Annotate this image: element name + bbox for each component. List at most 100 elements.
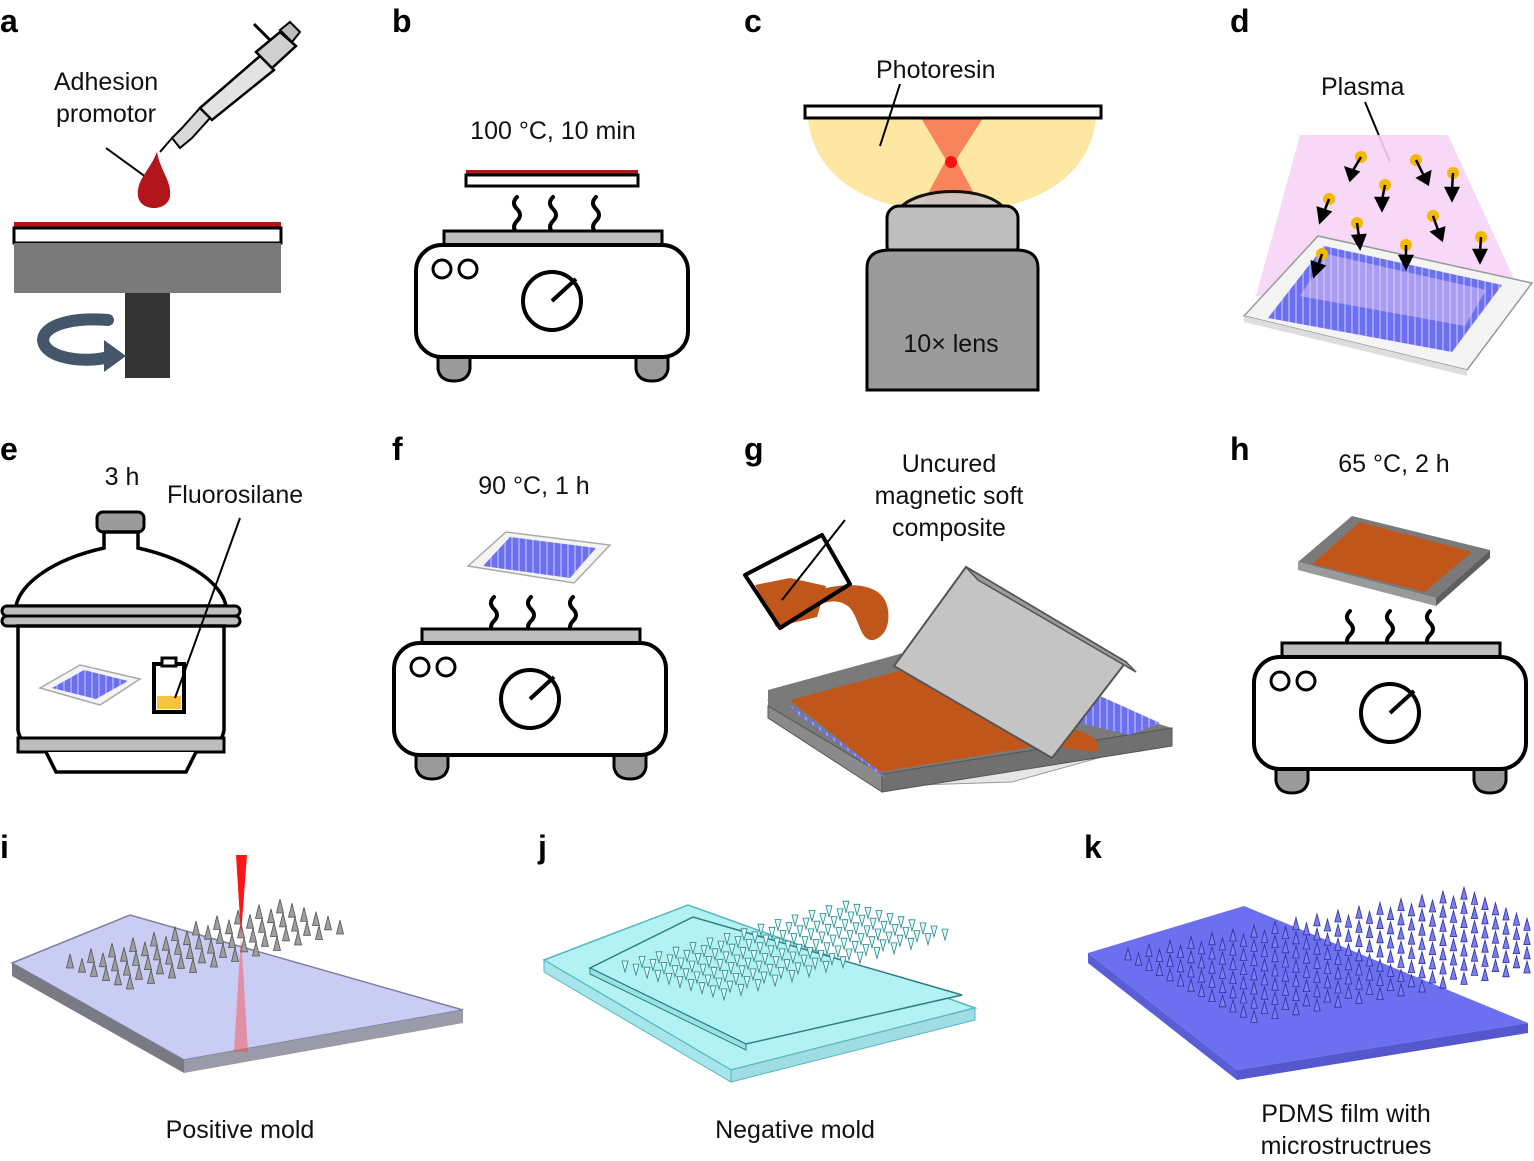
microcone: [649, 959, 657, 973]
microcone: [1229, 955, 1237, 970]
microcone: [1344, 956, 1353, 971]
microcone: [1376, 915, 1384, 929]
microcone: [677, 957, 685, 971]
microcone: [880, 920, 888, 934]
microcone: [828, 953, 836, 967]
microcone: [248, 928, 258, 943]
microcone: [660, 962, 668, 976]
caption-negative-mold: Negative mold: [715, 1116, 875, 1144]
microcone: [269, 922, 279, 937]
panel-f: f 90 °C, 1 h: [392, 431, 668, 781]
microcone: [1491, 915, 1500, 930]
microcone: [119, 947, 129, 962]
microcone: [1313, 997, 1321, 1012]
microcone: [1208, 973, 1216, 988]
microcone: [1229, 927, 1237, 942]
microcone: [875, 910, 883, 924]
microcone: [1250, 966, 1258, 981]
microcone: [140, 941, 150, 957]
microcone: [1502, 963, 1510, 978]
microcone: [155, 959, 165, 975]
microcone: [110, 956, 120, 972]
microcone: [1449, 937, 1458, 952]
microcone: [890, 942, 898, 956]
microcone: [1344, 913, 1353, 928]
microcone: [738, 965, 746, 979]
microcone: [709, 985, 717, 999]
microcone: [1512, 925, 1521, 940]
microcone: [1334, 951, 1342, 965]
microcone: [783, 959, 791, 973]
heat-wave-icon: [591, 195, 601, 235]
microcone: [621, 960, 629, 974]
microcone: [818, 931, 826, 945]
microcone: [194, 934, 204, 950]
microcone: [218, 943, 228, 958]
microcone: [1176, 972, 1185, 987]
microcone: [1260, 985, 1269, 1000]
microcone: [829, 934, 837, 948]
panel-k: k PDMS film with microstructrues: [1084, 829, 1534, 1160]
microcone: [856, 951, 864, 965]
microcone: [1292, 944, 1300, 959]
microcone: [858, 914, 866, 928]
microcone: [1208, 945, 1216, 960]
microcone: [1302, 992, 1311, 1007]
microcone: [1397, 982, 1405, 997]
microcone: [745, 939, 753, 953]
microcone: [1512, 954, 1521, 969]
microcone: [1166, 967, 1174, 982]
microcone: [715, 977, 723, 991]
microcone: [722, 951, 730, 965]
microcone: [1418, 907, 1426, 922]
microcone: [1155, 947, 1164, 962]
microcone: [89, 962, 99, 977]
cured-composite-h: [1312, 522, 1472, 592]
microcone: [1365, 909, 1374, 924]
microcone: [1428, 898, 1437, 913]
panel-e: e 3 h Fluorosilane: [0, 431, 303, 774]
microcone: [812, 939, 820, 953]
microcone: [805, 965, 813, 979]
microcone: [107, 942, 117, 958]
microcone: [1208, 959, 1216, 974]
hotplate-icon: [414, 229, 690, 383]
microcone: [1439, 889, 1447, 904]
microcone: [164, 950, 174, 965]
microcone: [806, 947, 814, 960]
microcone: [811, 957, 819, 971]
microcone: [1302, 949, 1311, 964]
microcone: [230, 947, 240, 962]
microcone: [290, 917, 300, 932]
microcone: [1428, 926, 1437, 941]
microcone: [146, 969, 156, 984]
microcone: [879, 939, 887, 953]
microcone: [840, 937, 848, 951]
hotplate-icon: [1252, 641, 1528, 795]
microcone: [868, 936, 876, 950]
microcone: [808, 910, 816, 923]
microcone: [766, 963, 774, 977]
panel-i: i Positive mold: [0, 829, 464, 1144]
panel-label-a: a: [0, 3, 18, 39]
microcone: [699, 963, 707, 977]
microcone: [751, 931, 759, 945]
microcone: [77, 958, 87, 973]
microcone: [1323, 917, 1332, 932]
microcone: [1428, 941, 1437, 955]
microcone: [791, 914, 799, 928]
microcone: [842, 900, 850, 914]
microcone: [1155, 962, 1164, 976]
microcone: [744, 957, 752, 971]
pipette-icon: [159, 20, 302, 153]
microcone: [1239, 932, 1248, 947]
microcone: [716, 959, 724, 973]
microcone: [1323, 988, 1332, 1003]
microcone: [801, 936, 809, 950]
microcone: [762, 934, 770, 948]
microcone: [846, 930, 854, 944]
microcone: [687, 979, 695, 993]
microcone: [655, 951, 663, 965]
microcone: [1334, 936, 1342, 951]
microcone: [666, 954, 674, 968]
